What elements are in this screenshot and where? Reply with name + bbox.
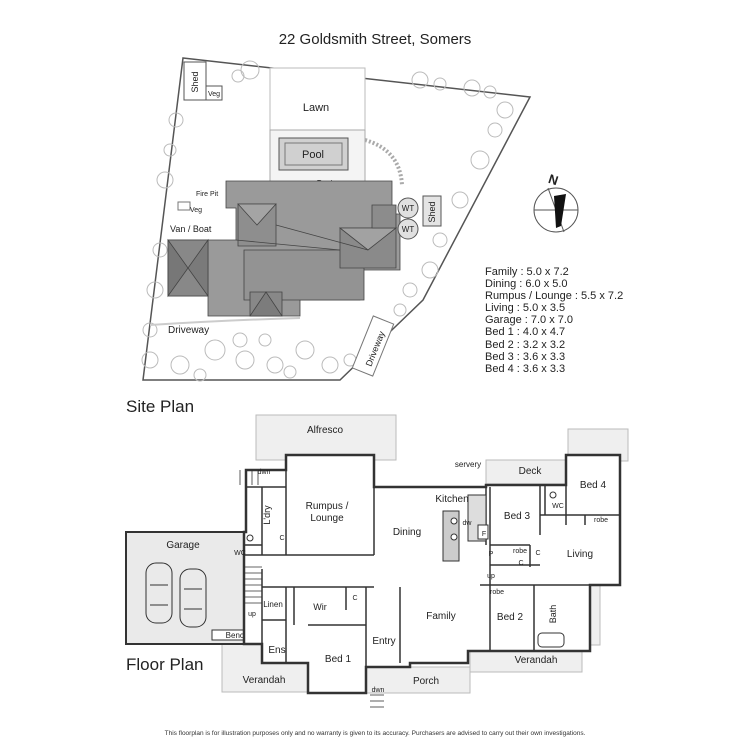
dim-bed2: Bed 2 : 3.2 x 3.2 (485, 338, 566, 351)
family-label: Family (426, 611, 455, 622)
up-left-label: up (248, 611, 256, 618)
deck-area (485, 459, 569, 485)
dim-bed3: Bed 3 : 3.6 x 3.3 (485, 350, 566, 363)
car-1 (145, 562, 173, 624)
interior-walls (244, 455, 620, 667)
wc-left-label: WC (234, 550, 246, 557)
page-title: 22 Goldsmith Street, Somers (278, 31, 472, 48)
shed-top-label: Shed (190, 71, 200, 92)
robe-bed2-label: robe (490, 589, 504, 596)
toilet-garage (246, 534, 254, 542)
living-label: Living (567, 549, 593, 560)
dwn-bottom-label: dwn (372, 687, 385, 694)
dim-bed4: Bed 4 : 3.6 x 3.3 (485, 362, 566, 375)
verandah-left-label: Verandah (243, 675, 286, 686)
wt2-label: WT (402, 225, 415, 234)
ens-label: Ens (268, 645, 285, 656)
wt1-label: WT (402, 204, 415, 213)
room-dimensions: Family : 5.0 x 7.2 Dining : 6.0 x 5.0 Ru… (485, 266, 623, 375)
veg-mid-label: Veg (190, 207, 202, 214)
dwn-top-label: dwn (258, 469, 271, 476)
floor-plan-heading: Floor Plan (126, 655, 204, 674)
shed-right (422, 195, 442, 227)
bed4-label: Bed 4 (580, 480, 607, 491)
fridge (477, 524, 489, 540)
pool-inner (284, 142, 343, 166)
car-2 (179, 568, 207, 628)
servery-label: servery (455, 460, 481, 469)
veg-mid (177, 201, 191, 211)
water-tank-2 (397, 218, 419, 240)
bench-label: Bench (226, 631, 249, 640)
robe-bed4-label: robe (594, 517, 608, 524)
shed-top (183, 61, 207, 101)
stairs-top (239, 470, 259, 485)
site-plan-heading: Site Plan (126, 397, 195, 416)
dim-living: Living : 5.0 x 3.5 (485, 302, 566, 315)
f-label: F (482, 531, 486, 538)
alfresco-label: Alfresco (307, 425, 344, 436)
linen-label: Linen (263, 600, 283, 609)
rumpus-label: Rumpus / (306, 501, 349, 512)
dw-label: dw (463, 520, 473, 527)
entry-label: Entry (372, 636, 395, 647)
bed1-label: Bed 1 (325, 654, 352, 665)
dim-rumpus: Rumpus / Lounge : 5.5 x 7.2 (485, 290, 624, 303)
verandah-right-label: Verandah (515, 655, 558, 666)
pool-label: Pool (302, 149, 324, 161)
stairs-garage (244, 566, 262, 604)
floor-plan: Garage Bench (125, 414, 629, 708)
c-bed3-label: C (518, 560, 523, 567)
robe-bed3-label: robe (513, 548, 527, 555)
ldry-label: L'dry (262, 505, 272, 525)
dim-dining: Dining : 6.0 x 5.0 (485, 278, 568, 291)
driveway-left-path (149, 317, 301, 326)
driveway-right (351, 315, 395, 377)
c-ldry-label: C (279, 535, 284, 542)
bathtub (537, 632, 565, 648)
dim-garage: Garage : 7.0 x 7.0 (485, 314, 574, 327)
lawn-area (269, 67, 366, 131)
house-roof (167, 180, 401, 317)
lawn-label: Lawn (303, 102, 329, 114)
wc-right-label: WC (552, 503, 564, 510)
veg-top-label: Veg (208, 91, 220, 98)
alfresco-area (255, 414, 397, 461)
water-tank-1 (397, 197, 419, 219)
porch-area (365, 666, 471, 694)
compass-north: N (547, 171, 561, 188)
p-label: P (489, 551, 494, 558)
porch-label: Porch (413, 676, 439, 687)
toilet-bed4 (549, 491, 557, 499)
stool-2 (450, 533, 458, 541)
c-wir-label: C (352, 595, 357, 602)
fire-pit-label: Fire Pit (196, 191, 218, 198)
garden-path (364, 138, 404, 186)
dim-family: Family : 5.0 x 7.2 (485, 266, 569, 278)
dim-bed1: Bed 1 : 4.0 x 4.7 (485, 326, 566, 339)
up-right-label: up (487, 573, 495, 580)
bath-label: Bath (548, 605, 558, 624)
driveway-left-label: Driveway (168, 325, 209, 336)
c-living-label: C (535, 550, 540, 557)
wir-label: Wir (313, 602, 327, 612)
van-boat-label: Van / Boat (170, 224, 212, 234)
veg-top (205, 85, 223, 101)
bed2-label: Bed 2 (497, 612, 524, 623)
lounge-label: Lounge (310, 513, 344, 524)
stool-1 (450, 517, 458, 525)
kitchen-label: Kitchen (435, 494, 468, 505)
deck-label: Deck (519, 466, 543, 477)
garage-label: Garage (166, 540, 200, 551)
bed3-label: Bed 3 (504, 511, 531, 522)
compass: N (533, 171, 579, 233)
site-plan: Shed Veg Lawn Pool Paving Fire Pit Veg V… (141, 57, 579, 382)
dining-label: Dining (393, 527, 421, 538)
shed-right-label: Shed (427, 201, 437, 222)
stairs-bottom (370, 694, 384, 708)
disclaimer: This floorplan is for illustration purpo… (164, 730, 586, 737)
